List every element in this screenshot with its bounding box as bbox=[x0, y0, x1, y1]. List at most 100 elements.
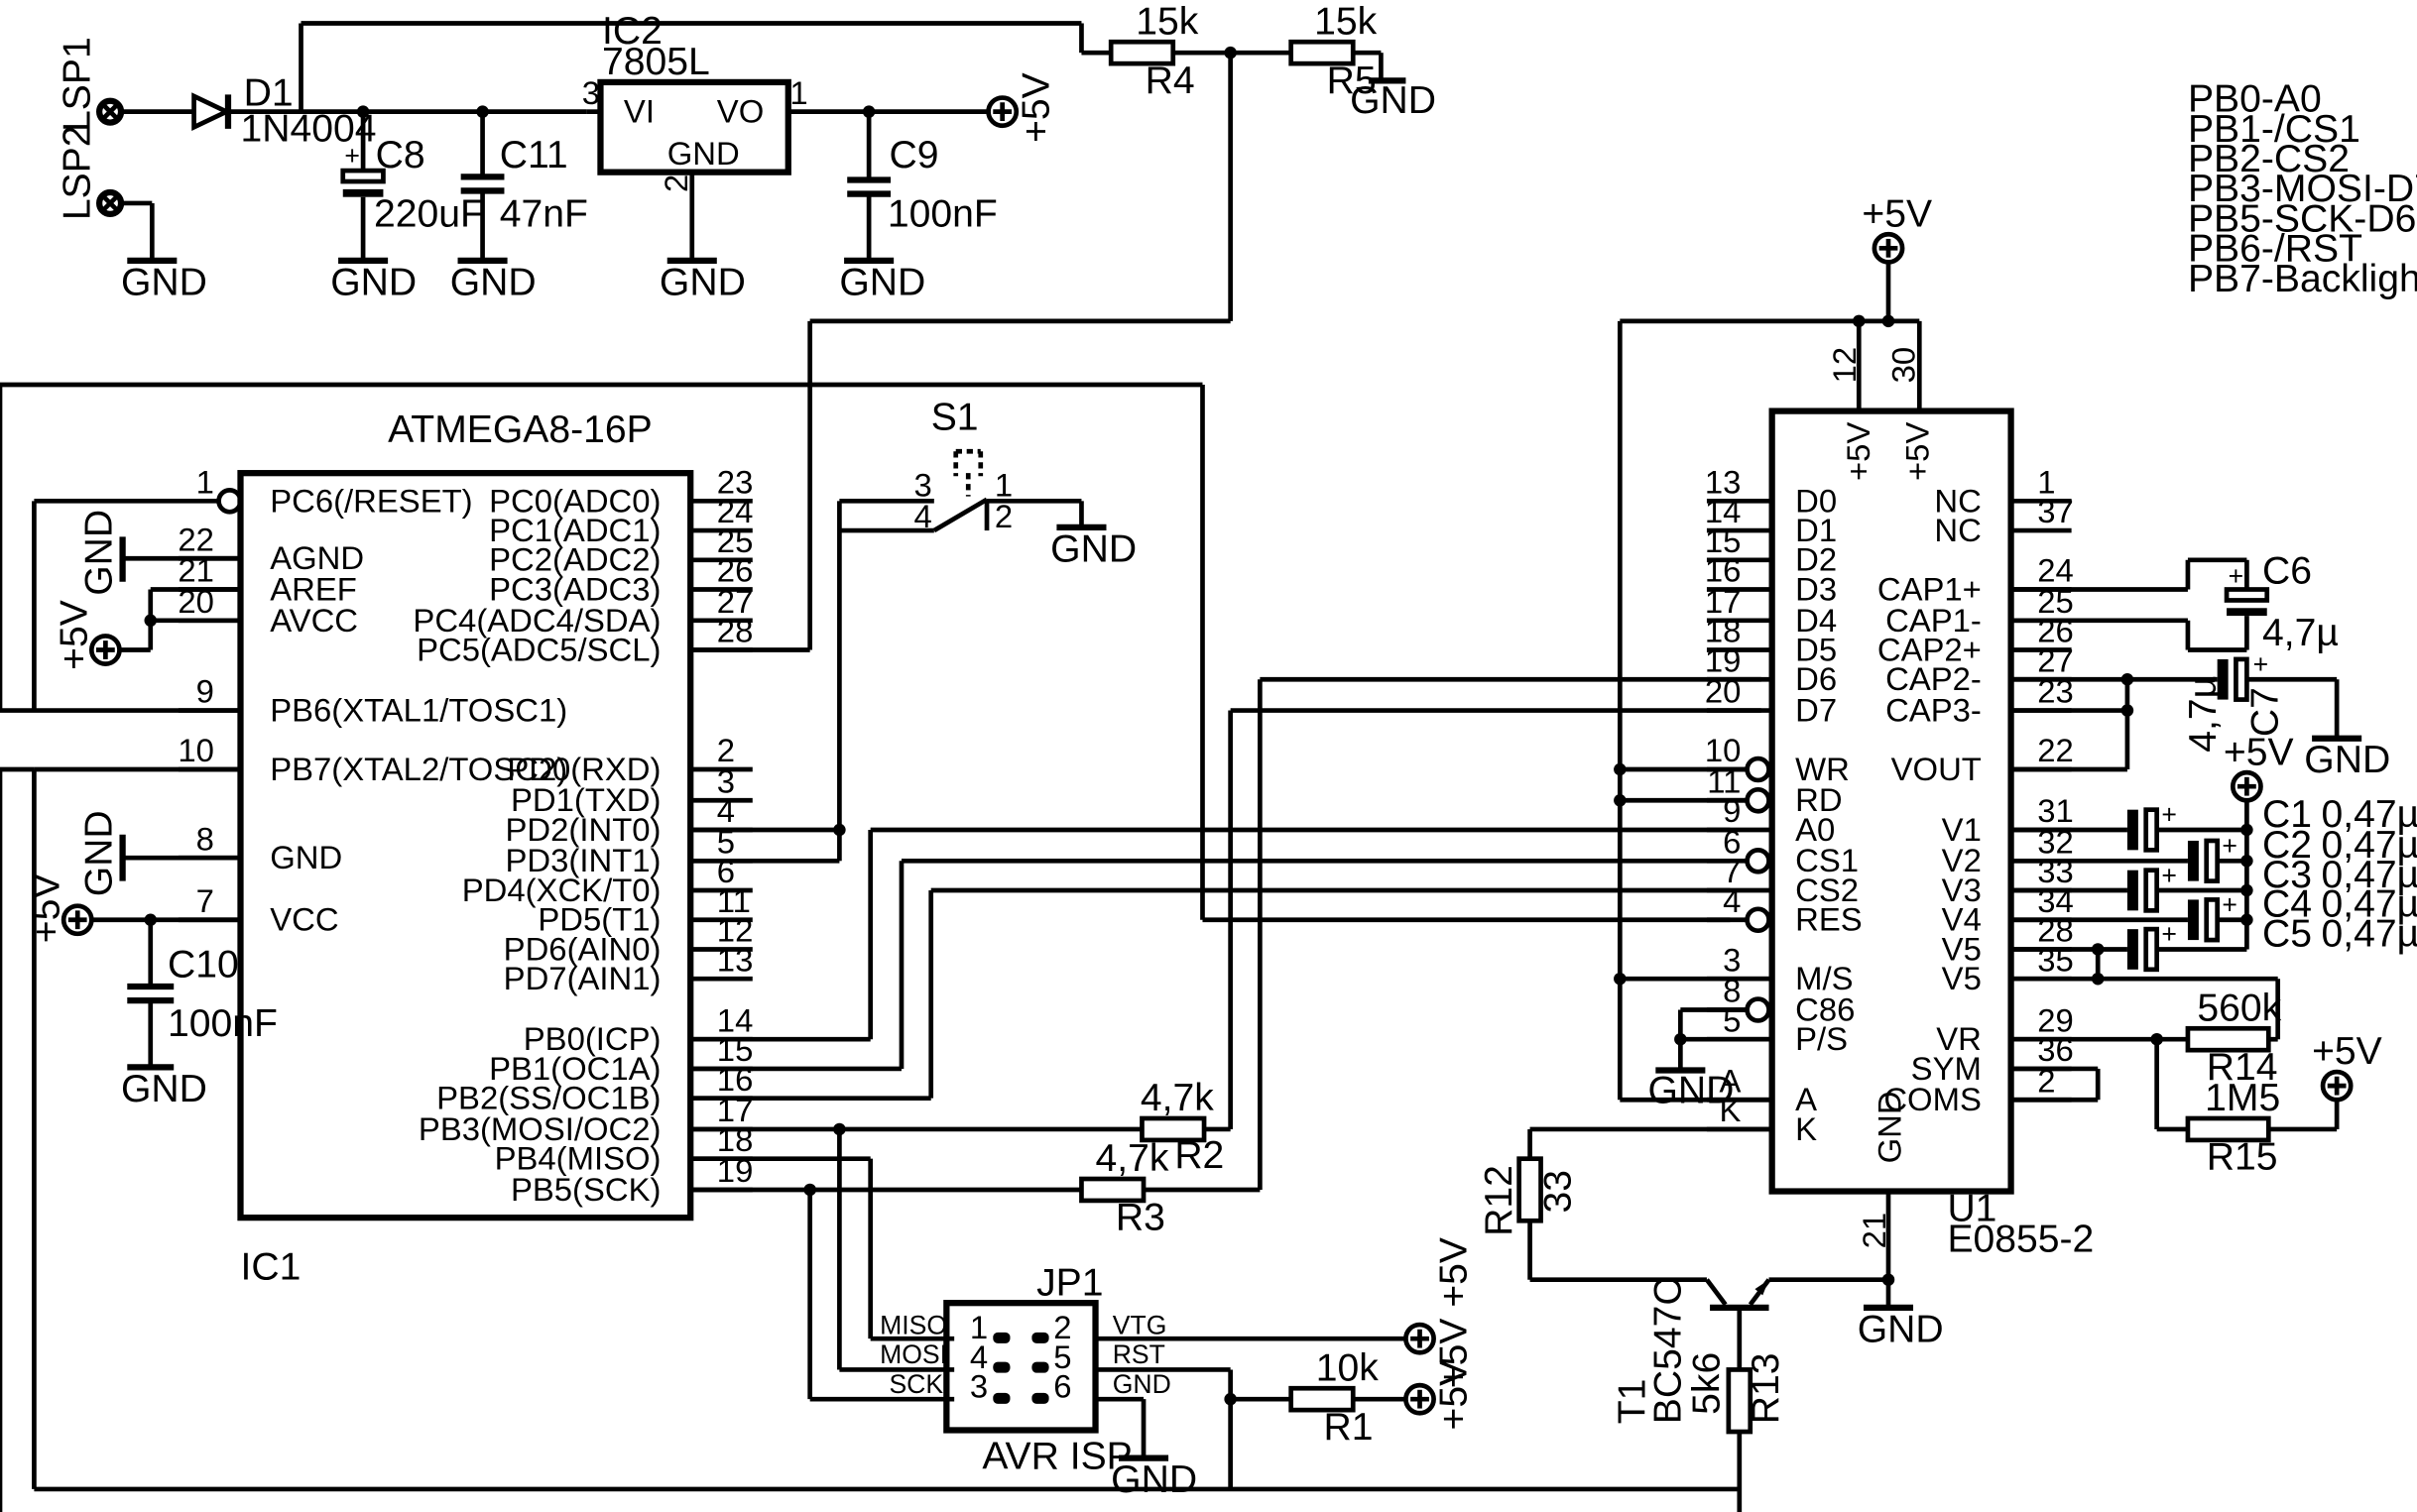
u1-pin30-num: 30 bbox=[1885, 347, 1922, 384]
ic1-pin-label: PB0(ICP) bbox=[524, 1020, 662, 1057]
ic1-pin-label: PD5(T1) bbox=[538, 901, 661, 938]
ic1-pin-label: PD4(XCK/T0) bbox=[462, 872, 662, 908]
c7-gnd: GND bbox=[2304, 739, 2390, 781]
ic1-pin-label: PD1(TXD) bbox=[511, 781, 661, 818]
ic1-pin-num: 26 bbox=[717, 552, 754, 589]
ic1-pin-num: 1 bbox=[196, 464, 214, 501]
u1-pin-num: 13 bbox=[1705, 464, 1742, 501]
u1-pin-label: V1 bbox=[1942, 811, 1982, 848]
isp-pin4: 4 bbox=[970, 1338, 988, 1375]
c8-label: C8 bbox=[376, 134, 425, 176]
avcc-vcc-label: +5V bbox=[54, 600, 96, 670]
jp1-isp-header: JP1 AVR ISP MISO MOSI SCK VTG RST GND 1 … bbox=[880, 1237, 1475, 1501]
c3-value: 0,47µ bbox=[2321, 854, 2417, 896]
lsp2-label: LSP2 bbox=[57, 125, 99, 220]
u1-pin12-label: +5V bbox=[1840, 422, 1876, 481]
u1-pin-label: RD bbox=[1795, 781, 1842, 818]
r5-gnd: GND bbox=[1350, 79, 1436, 122]
ic1-pin-label: PC6(/RESET) bbox=[270, 482, 472, 519]
u1-pin-label: V5 bbox=[1942, 960, 1982, 996]
ic1-pin-label: PB1(OC1A) bbox=[489, 1050, 661, 1087]
isp-pin6: 6 bbox=[1053, 1368, 1071, 1405]
r5-label: R5 bbox=[1327, 59, 1377, 102]
ic1-pin-label: PB7(XTAL2/TOSC2) bbox=[270, 751, 567, 787]
r15-value: 1M5 bbox=[2205, 1077, 2280, 1119]
r13-label: R13 bbox=[1745, 1352, 1787, 1424]
r13-value: 5k6 bbox=[1685, 1352, 1728, 1415]
u1-pin-label: D7 bbox=[1795, 691, 1837, 728]
ic1-pin-num: 27 bbox=[717, 583, 754, 620]
ic1-pin-label: PB2(SS/OC1B) bbox=[436, 1080, 661, 1116]
c11-label: C11 bbox=[500, 134, 568, 176]
u1-pin-num: 31 bbox=[2037, 792, 2074, 829]
ic1-pin-num: 3 bbox=[717, 762, 735, 799]
ic1-pin-num: 22 bbox=[178, 521, 214, 557]
vcc-out-label: +5V bbox=[1016, 72, 1058, 143]
isp-gnd-symbol: GND bbox=[1111, 1458, 1197, 1501]
ic1-pin-label: PD7(AIN1) bbox=[504, 960, 662, 996]
d1-part: 1N4004 bbox=[240, 107, 376, 150]
pin-mapping-notes: PB0-A0PB1-/CS1PB2-CS2PB3-MOSI-D7PB5-SCK-… bbox=[2188, 78, 2417, 300]
svg-text:+: + bbox=[2253, 649, 2269, 679]
pin8-gnd: GND bbox=[78, 810, 121, 896]
r4-label: R4 bbox=[1146, 59, 1195, 102]
u1-pin-num: 22 bbox=[2037, 732, 2074, 768]
ic1-pin-label: PD6(AIN0) bbox=[504, 930, 662, 967]
r2-label: R2 bbox=[1174, 1134, 1224, 1177]
svg-text:+: + bbox=[2161, 861, 2177, 890]
u1-pin-label: D5 bbox=[1795, 631, 1837, 667]
u1-wiring: +5V GND R12 33 bbox=[0, 192, 2417, 1512]
svg-text:+: + bbox=[2222, 831, 2237, 861]
u1-pin-label: WR bbox=[1795, 751, 1850, 787]
isp-rst: RST bbox=[1113, 1339, 1165, 1369]
ic1-pin-label: PD2(INT0) bbox=[506, 811, 662, 848]
ic1-pin-num: 28 bbox=[717, 613, 754, 649]
ic1-pin-num: 8 bbox=[196, 820, 214, 857]
ic1-pin-label: GND bbox=[270, 839, 342, 875]
s1-gnd: GND bbox=[1050, 527, 1137, 570]
u1-pin-label: P/S bbox=[1795, 1020, 1848, 1057]
c1-label: C1 bbox=[2262, 793, 2312, 836]
s1-pin4: 4 bbox=[913, 498, 931, 534]
u1-pin-label: CS2 bbox=[1795, 872, 1859, 908]
ic2-label: IC2 bbox=[602, 10, 663, 53]
u1-pin-label: CAP1+ bbox=[1877, 570, 1982, 607]
isp-vtg-vcc-symbol bbox=[1403, 1322, 1436, 1355]
ic1-pin-label: PD3(INT1) bbox=[506, 842, 662, 878]
c3-capacitor bbox=[2143, 868, 2160, 913]
lsp2-gnd: GND bbox=[121, 261, 207, 303]
u1-pin-label: CAP3- bbox=[1885, 691, 1982, 728]
ic1-pin-num: 9 bbox=[196, 673, 214, 710]
c10-gnd: GND bbox=[121, 1068, 207, 1110]
ic1-pin-num: 7 bbox=[196, 882, 214, 919]
u1-pin-label: D0 bbox=[1795, 482, 1837, 519]
ic1-pin-label: PB5(SCK) bbox=[511, 1171, 662, 1208]
u1-ps-gnd: GND bbox=[1647, 1069, 1734, 1111]
pin-note: PB2-CS2 bbox=[2188, 138, 2350, 180]
c4-label: C4 bbox=[2262, 883, 2312, 926]
power-supply-section: LSP1 LSP2 D1 1N4004 15k R4 bbox=[57, 0, 1436, 650]
pin-note: PB6-/RST bbox=[2188, 228, 2362, 271]
ic1-pin-label: AREF bbox=[270, 570, 357, 607]
t1-transistor bbox=[1705, 1278, 1771, 1370]
isp-mosi: MOSI bbox=[880, 1339, 947, 1369]
u1-pin-num: 18 bbox=[1705, 613, 1742, 649]
ic2-gnd: GND bbox=[660, 261, 746, 303]
isp-pin3: 3 bbox=[970, 1368, 988, 1405]
r15-vcc-symbol bbox=[2320, 1069, 2354, 1103]
u1-pin-num: 20 bbox=[1705, 673, 1742, 710]
u1-pin-label: SYM bbox=[1911, 1050, 1982, 1087]
u1-pin-num: 10 bbox=[1705, 732, 1742, 768]
c4-capacitor bbox=[2204, 897, 2221, 943]
u1-pin-num: 14 bbox=[1705, 493, 1742, 529]
c10-label: C10 bbox=[168, 944, 239, 987]
u1-lcd-e0855: U1 E0855-2 +5V +5V 12 30 GND 21 13D014D1… bbox=[1705, 347, 2095, 1261]
ic1-pin-num: 2 bbox=[717, 732, 735, 768]
isp-pin2: 2 bbox=[1053, 1309, 1071, 1345]
ic1-pin-num: 4 bbox=[717, 792, 735, 829]
jp1-label: JP1 bbox=[1036, 1261, 1103, 1304]
ic1-pin-label: PC4(ADC4/SDA) bbox=[413, 602, 661, 639]
ic1-pin-label: PC1(ADC1) bbox=[489, 512, 661, 548]
vcc-pin7-label: +5V bbox=[25, 873, 67, 944]
r14-label: R14 bbox=[2207, 1046, 2278, 1089]
